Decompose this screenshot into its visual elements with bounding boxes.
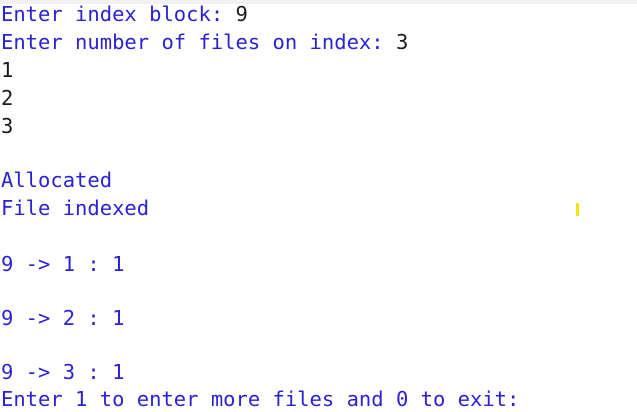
allocated-message: Allocated [1,168,113,192]
window-top-edge [0,0,637,4]
index-mapping-2: 9 -> 2 : 1 [1,306,125,330]
file-entry-3: 3 [1,114,14,138]
file-indexed-message: File indexed [1,196,150,220]
file-entry-1: 1 [1,58,14,82]
index-block-input: 9 [235,2,248,26]
file-entry-2: 2 [1,86,14,110]
index-block-prompt: Enter index block: [1,2,236,26]
index-mapping-3: 9 -> 3 : 1 [1,360,125,384]
index-mapping-1: 9 -> 1 : 1 [1,252,125,276]
file-count-input: 3 [395,30,409,54]
file-count-prompt: Enter number of files on index: [1,30,396,54]
console-line-index-block: Enter index block: 9 [1,0,248,28]
continue-prompt: Enter 1 to enter more files and 0 to exi… [1,387,520,411]
text-cursor [576,203,579,216]
console-line-file-count: Enter number of files on index: 3 [1,28,408,56]
